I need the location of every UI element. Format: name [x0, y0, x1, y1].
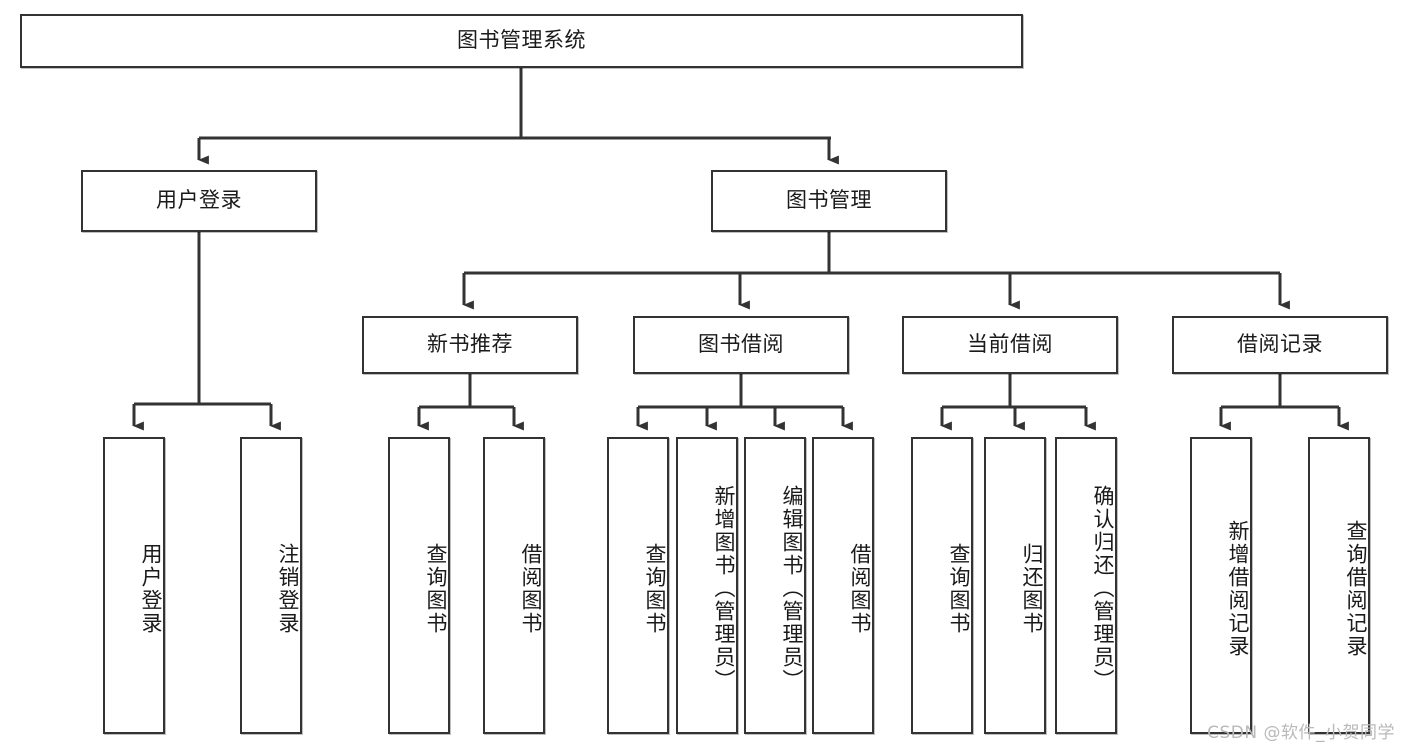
- node-borrow-record[interactable]: 借阅记录: [1172, 316, 1388, 374]
- node-leaf-return-book-label: 归还图书: [1020, 542, 1044, 635]
- node-current-borrow[interactable]: 当前借阅: [902, 316, 1118, 374]
- node-leaf-confirm-return[interactable]: 确认归还（管理员）: [1055, 437, 1117, 734]
- node-leaf-query-book-3-label: 查询图书: [947, 542, 971, 635]
- node-root[interactable]: 图书管理系统: [20, 14, 1023, 68]
- node-book-borrow-label: 图书借阅: [698, 332, 784, 357]
- node-leaf-edit-book-label: 编辑图书（管理员）: [780, 485, 804, 692]
- node-leaf-user-logout-label: 注销登录: [276, 542, 300, 635]
- node-leaf-borrow-book-1[interactable]: 借阅图书: [483, 437, 545, 734]
- node-leaf-borrow-book-2-label: 借阅图书: [848, 542, 872, 635]
- node-leaf-query-book-2-label: 查询图书: [643, 542, 667, 635]
- node-leaf-query-record-label: 查询借阅记录: [1344, 519, 1368, 658]
- node-leaf-query-book-1[interactable]: 查询图书: [388, 437, 450, 734]
- node-book-manage[interactable]: 图书管理: [711, 170, 947, 232]
- node-leaf-add-record[interactable]: 新增借阅记录: [1190, 437, 1252, 734]
- node-leaf-user-logout[interactable]: 注销登录: [240, 437, 302, 734]
- node-leaf-confirm-return-label: 确认归还（管理员）: [1091, 485, 1115, 692]
- node-leaf-return-book[interactable]: 归还图书: [984, 437, 1046, 734]
- node-leaf-borrow-book-1-label: 借阅图书: [519, 542, 543, 635]
- node-leaf-query-book-2[interactable]: 查询图书: [607, 437, 669, 734]
- node-leaf-edit-book[interactable]: 编辑图书（管理员）: [744, 437, 806, 734]
- watermark: CSDN @软件_小贺同学: [1207, 723, 1395, 743]
- node-leaf-query-book-1-label: 查询图书: [424, 542, 448, 635]
- node-leaf-add-book-label: 新增图书（管理员）: [712, 485, 736, 692]
- node-leaf-user-login-label: 用户登录: [139, 542, 163, 635]
- node-leaf-add-book[interactable]: 新增图书（管理员）: [676, 437, 738, 734]
- node-user-login[interactable]: 用户登录: [81, 170, 317, 232]
- node-new-book-recommend-label: 新书推荐: [427, 332, 513, 357]
- node-borrow-record-label: 借阅记录: [1237, 332, 1323, 357]
- node-leaf-borrow-book-2[interactable]: 借阅图书: [812, 437, 874, 734]
- node-root-label: 图书管理系统: [457, 28, 586, 53]
- node-current-borrow-label: 当前借阅: [967, 332, 1053, 357]
- node-user-login-label: 用户登录: [156, 188, 242, 213]
- node-leaf-add-record-label: 新增借阅记录: [1226, 519, 1250, 658]
- node-leaf-user-login[interactable]: 用户登录: [103, 437, 165, 734]
- node-book-borrow[interactable]: 图书借阅: [633, 316, 849, 374]
- node-book-manage-label: 图书管理: [786, 188, 872, 213]
- node-new-book-recommend[interactable]: 新书推荐: [362, 316, 578, 374]
- node-leaf-query-record[interactable]: 查询借阅记录: [1308, 437, 1370, 734]
- node-leaf-query-book-3[interactable]: 查询图书: [911, 437, 973, 734]
